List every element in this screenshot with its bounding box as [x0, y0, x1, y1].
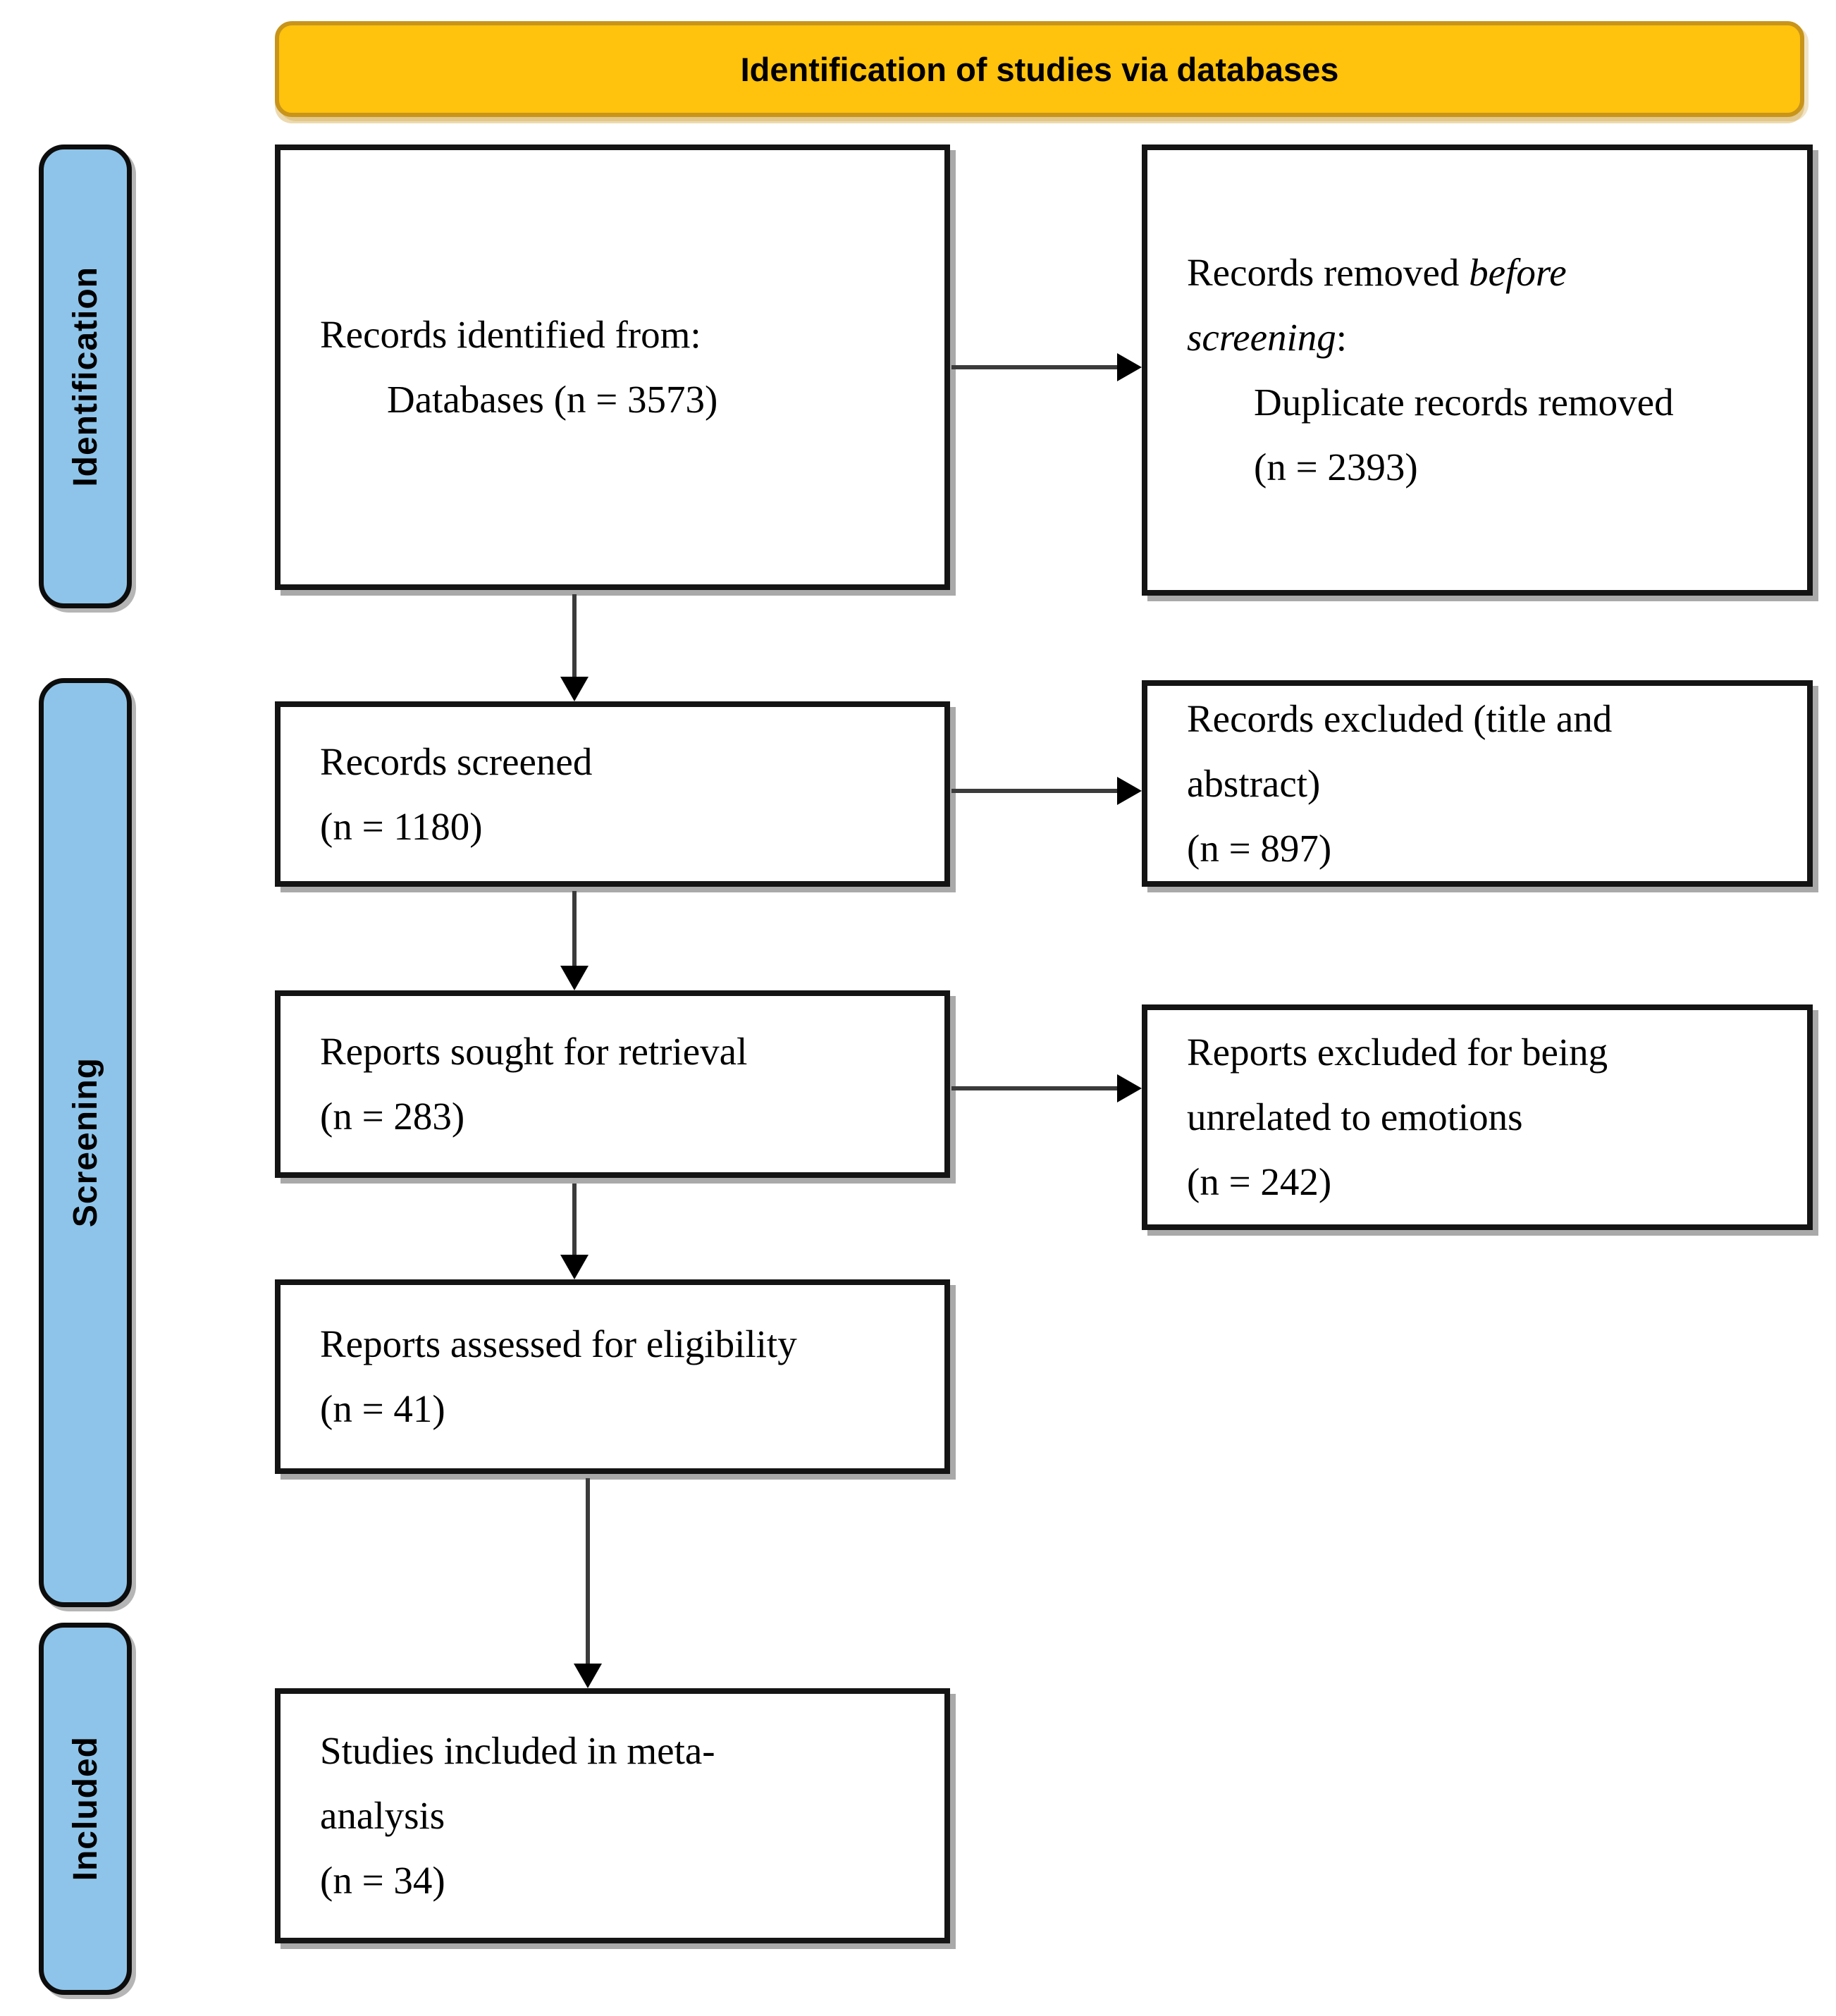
stage-label-identification-text: Identification — [66, 266, 104, 487]
diagram-title: Identification of studies via databases — [740, 50, 1339, 88]
arrow-right-screened-to-excluded — [951, 789, 1118, 793]
box-text-line: (n = 1180) — [320, 804, 483, 848]
box-text-line: (n = 2393) — [1254, 445, 1418, 488]
box-text-line: (n = 897) — [1187, 826, 1332, 870]
stage-label-screening: Screening — [39, 678, 132, 1607]
box-text-line: (n = 283) — [320, 1095, 465, 1138]
arrow-down-assessed-to-included — [586, 1478, 590, 1664]
stage-label-included: Included — [39, 1623, 132, 1995]
box-text-segment: Records removed — [1187, 251, 1470, 294]
arrow-right-identified-to-removed — [951, 365, 1118, 369]
stage-label-screening-text: Screening — [66, 1057, 104, 1228]
box-text-line: Duplicate records removed — [1254, 381, 1674, 424]
box-text-line: unrelated to emotions — [1187, 1095, 1523, 1138]
box-text-segment-italic: screening — [1187, 316, 1336, 359]
stage-label-identification: Identification — [39, 145, 132, 608]
diagram-title-banner: Identification of studies via databases — [275, 21, 1804, 117]
box-text-line: Reports assessed for eligibility — [320, 1322, 797, 1365]
box-records-removed: Records removed before screening: Duplic… — [1142, 145, 1813, 596]
box-studies-included: Studies included in meta- analysis (n = … — [275, 1688, 950, 1943]
box-text-segment-italic: before — [1469, 251, 1567, 294]
box-text-segment: : — [1336, 316, 1348, 359]
box-text-line: Studies included in meta- — [320, 1729, 715, 1772]
box-text-line: Reports sought for retrieval — [320, 1030, 748, 1073]
box-text-line: abstract) — [1187, 761, 1321, 805]
arrow-down-sought-to-assessed — [572, 1184, 577, 1255]
box-text-line: (n = 34) — [320, 1859, 445, 1902]
box-records-identified: Records identified from: Databases (n = … — [275, 145, 950, 590]
box-text-line: Records identified from: — [320, 313, 701, 356]
box-text-line: Records excluded (title and — [1187, 696, 1613, 740]
box-text-line: analysis — [320, 1794, 445, 1837]
box-reports-sought: Reports sought for retrieval (n = 283) — [275, 990, 950, 1178]
box-records-screened: Records screened (n = 1180) — [275, 701, 950, 887]
box-reports-assessed: Reports assessed for eligibility (n = 41… — [275, 1279, 950, 1474]
box-text-line: (n = 41) — [320, 1387, 445, 1430]
box-text-line: Databases (n = 3573) — [387, 378, 718, 421]
box-text-line: Records removed before — [1187, 240, 1782, 305]
box-text-line: Reports excluded for being — [1187, 1031, 1608, 1074]
box-records-excluded: Records excluded (title and abstract) (n… — [1142, 680, 1813, 887]
box-text-line: Records screened — [320, 739, 593, 783]
arrow-right-sought-to-excluded — [951, 1086, 1118, 1090]
arrow-down-identified-to-screened — [572, 594, 577, 677]
box-text-line: screening: — [1187, 305, 1782, 370]
box-text-line: (n = 242) — [1187, 1160, 1332, 1203]
box-reports-excluded-emotions: Reports excluded for being unrelated to … — [1142, 1004, 1813, 1230]
arrow-down-screened-to-sought — [572, 891, 577, 966]
stage-label-included-text: Included — [66, 1736, 104, 1881]
